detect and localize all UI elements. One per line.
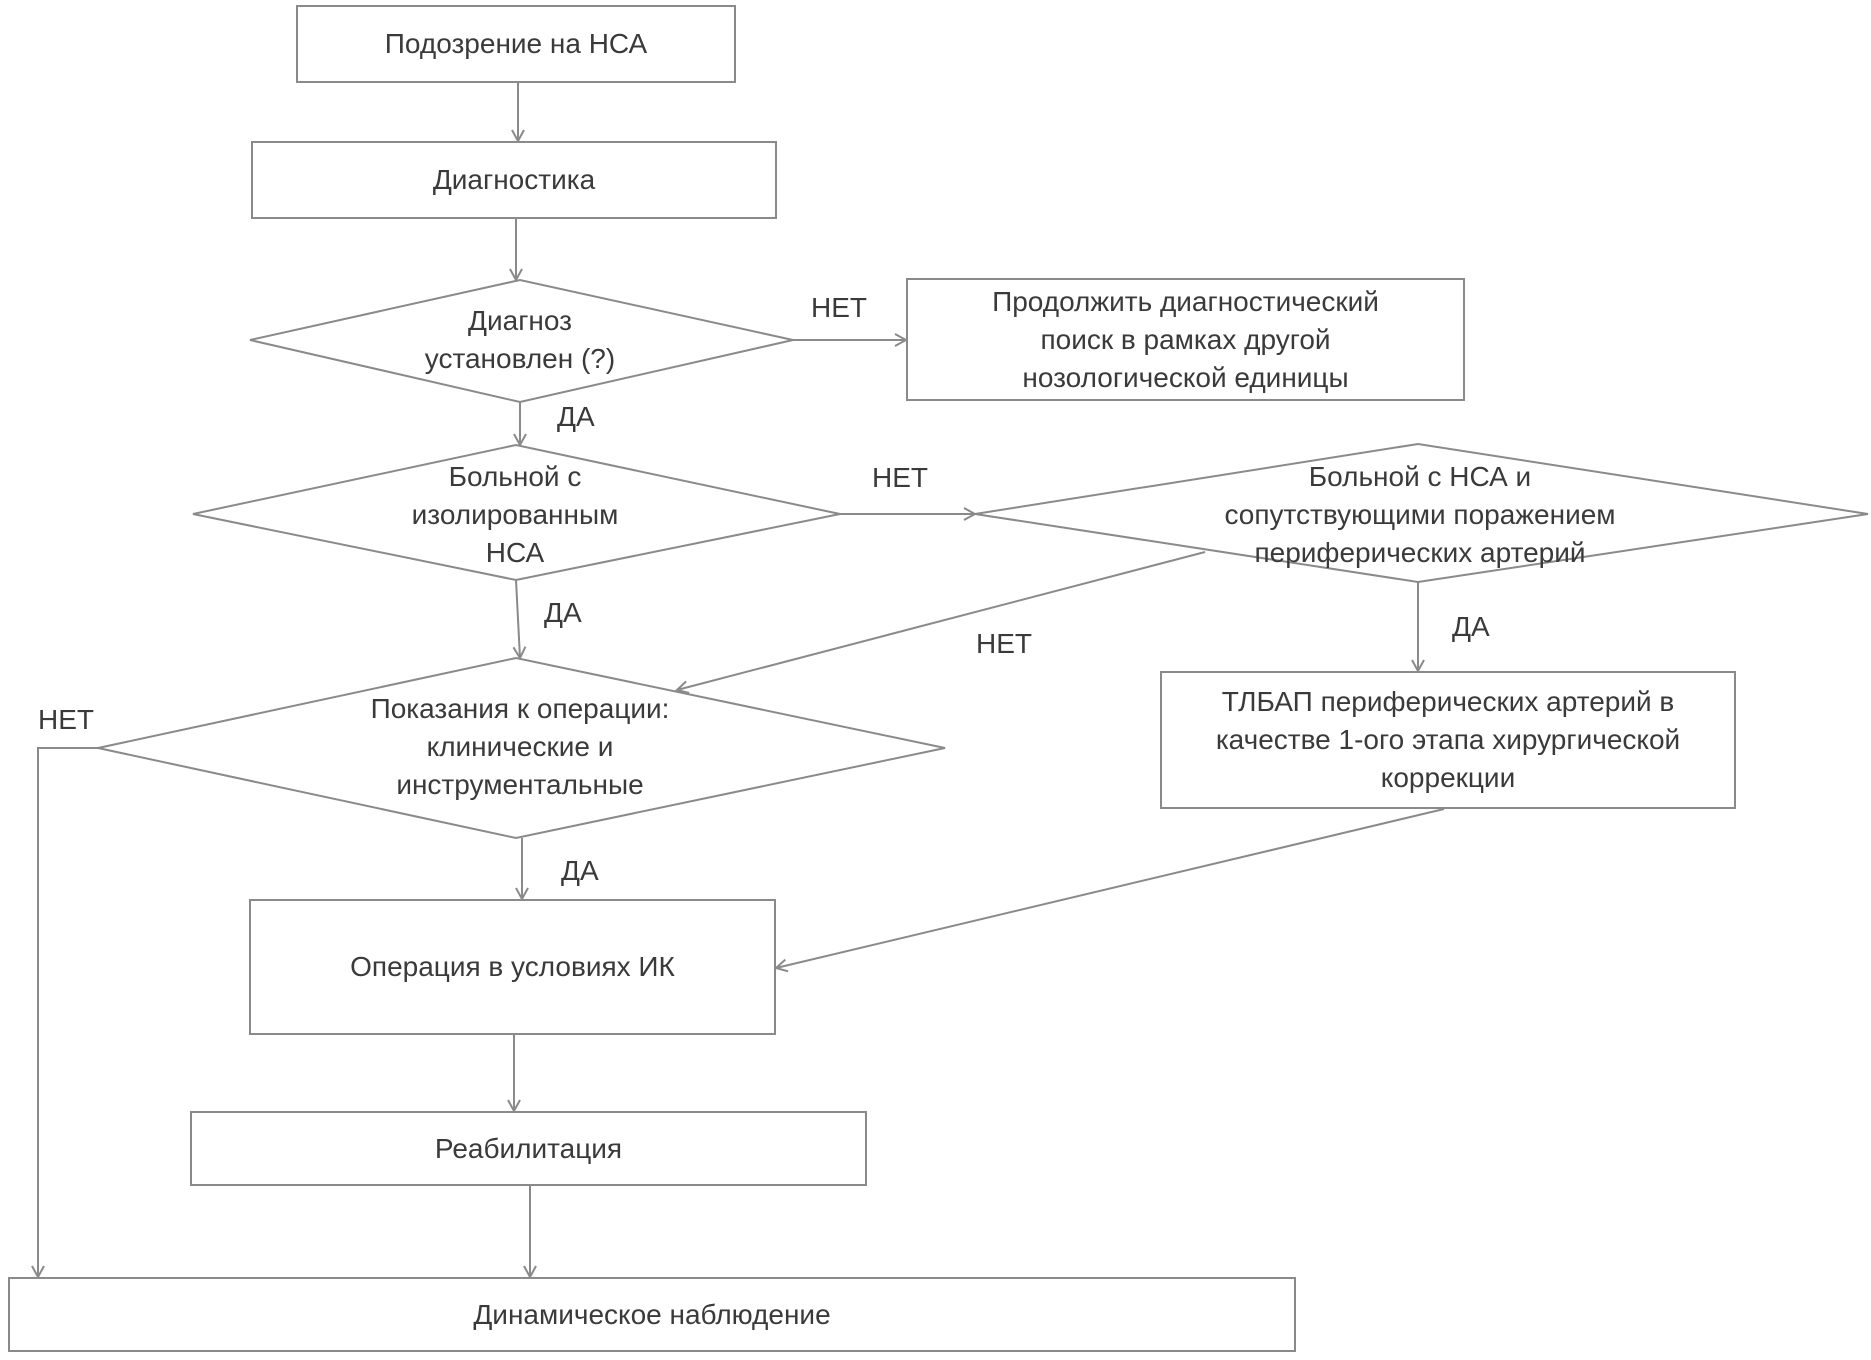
label-yes-isolated: ДА — [544, 597, 582, 628]
diamond-indications-shape — [97, 656, 946, 840]
node-suspicion: Подозрение на НСА — [296, 5, 736, 83]
node-rehabilitation: Реабилитация — [190, 1111, 867, 1186]
node-isolated-patient: Больной с изолированным НСА — [411, 461, 619, 568]
node-indications: Показания к операции: клинические и инст… — [370, 693, 670, 800]
label-yes-diagnosis: ДА — [557, 401, 595, 432]
node-patient-with-peripheral: Больной с НСА и сопутствующими поражение… — [1224, 461, 1616, 568]
label-no-peripheral: НЕТ — [976, 628, 1032, 659]
edge-isolated-indications — [516, 579, 520, 658]
edge-peripheral-indications — [677, 551, 1206, 690]
label-yes-peripheral: ДА — [1452, 611, 1490, 642]
edge-tlbap-operation — [776, 808, 1445, 968]
node-continue-search: Продолжить диагностический поиск в рамка… — [906, 278, 1465, 401]
node-diagnostics: Диагностика — [251, 141, 777, 219]
label-no-diagnosis: НЕТ — [811, 292, 867, 323]
label-no-indications: НЕТ — [38, 704, 94, 735]
label-no-isolated: НЕТ — [872, 462, 928, 493]
node-diagnosis-established: Диагноз установлен (?) — [424, 305, 616, 374]
node-tlbap: ТЛБАП периферических артерий в качестве … — [1160, 671, 1736, 809]
diamond-peripheral-shape — [974, 442, 1869, 584]
node-operation: Операция в условиях ИК — [249, 899, 776, 1035]
node-follow-up: Динамическое наблюдение — [8, 1277, 1296, 1352]
label-yes-indications: ДА — [561, 855, 599, 886]
edge-indications-followup — [38, 747, 98, 1277]
